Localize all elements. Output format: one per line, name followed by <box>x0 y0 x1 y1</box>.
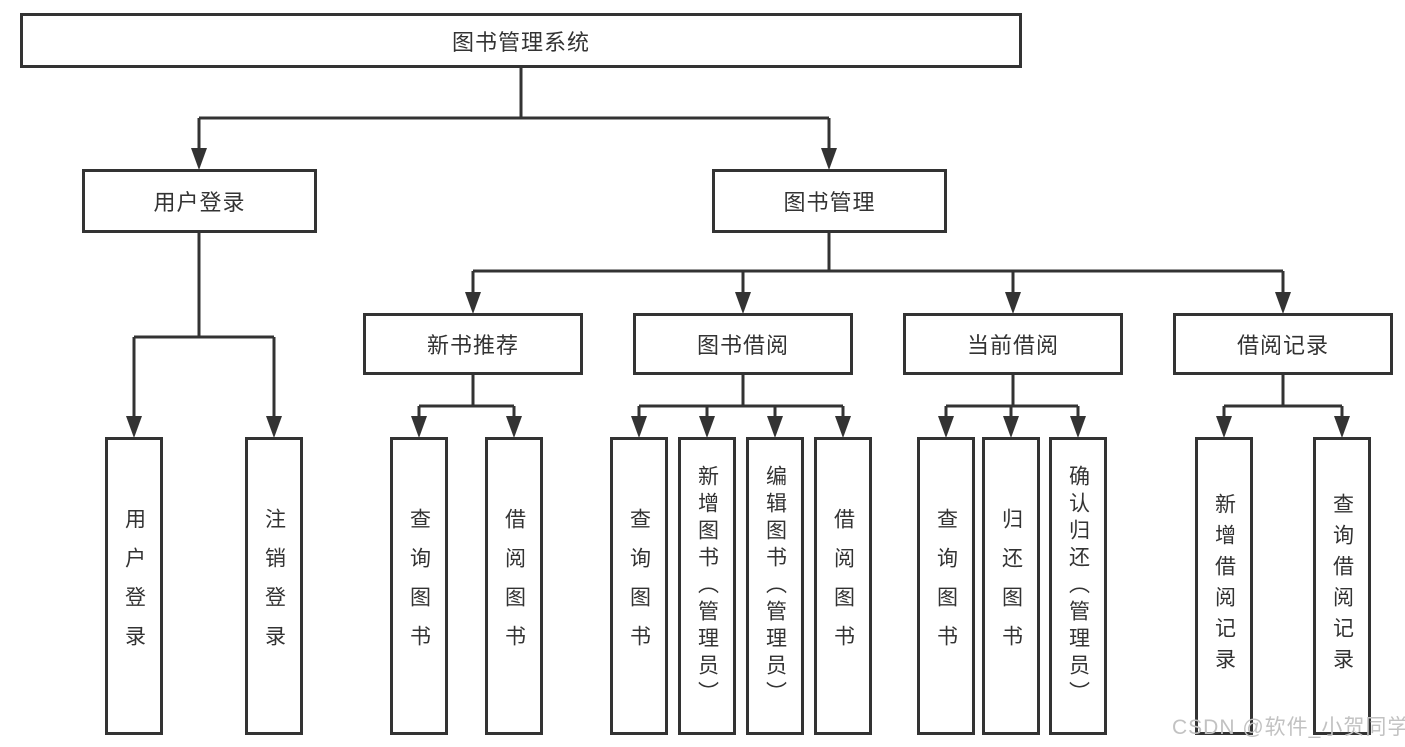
leaf-logout: 注销登录 <box>245 437 303 735</box>
leaf-return-books: 归还图书 <box>982 437 1040 735</box>
node-current-borrow: 当前借阅 <box>903 313 1123 375</box>
node-borrow-records: 借阅记录 <box>1173 313 1393 375</box>
leaf-borrow-books-recommend: 借阅图书 <box>485 437 543 735</box>
node-borrow-records-label: 借阅记录 <box>1236 333 1329 358</box>
node-book-management: 图书管理 <box>712 169 947 233</box>
node-new-book-recommend: 新书推荐 <box>363 313 583 375</box>
watermark: CSDN @软件_小贺同学 <box>1172 716 1405 739</box>
leaf-add-borrow-record: 新增借阅记录 <box>1195 437 1253 735</box>
node-current-borrow-label: 当前借阅 <box>966 333 1059 358</box>
node-book-management-label: 图书管理 <box>783 190 876 215</box>
node-user-login-label: 用户登录 <box>153 190 246 215</box>
node-book-borrow-label: 图书借阅 <box>696 333 789 358</box>
leaf-borrow-books: 借阅图书 <box>814 437 872 735</box>
leaf-user-login: 用户登录 <box>105 437 163 735</box>
leaf-query-books-recommend: 查询图书 <box>390 437 448 735</box>
arrowheads <box>126 148 1350 438</box>
leaf-confirm-return-admin: 确认归还（管理员） <box>1049 437 1107 735</box>
leaf-query-books-borrow: 查询图书 <box>610 437 668 735</box>
leaf-query-borrow-record: 查询借阅记录 <box>1313 437 1371 735</box>
node-user-login: 用户登录 <box>82 169 317 233</box>
node-root: 图书管理系统 <box>20 13 1022 68</box>
leaf-add-books-admin: 新增图书（管理员） <box>678 437 736 735</box>
node-book-borrow: 图书借阅 <box>633 313 853 375</box>
leaf-query-books-current: 查询图书 <box>917 437 975 735</box>
node-new-book-recommend-label: 新书推荐 <box>426 333 519 358</box>
node-root-label: 图书管理系统 <box>451 29 590 55</box>
leaf-edit-books-admin: 编辑图书（管理员） <box>746 437 804 735</box>
